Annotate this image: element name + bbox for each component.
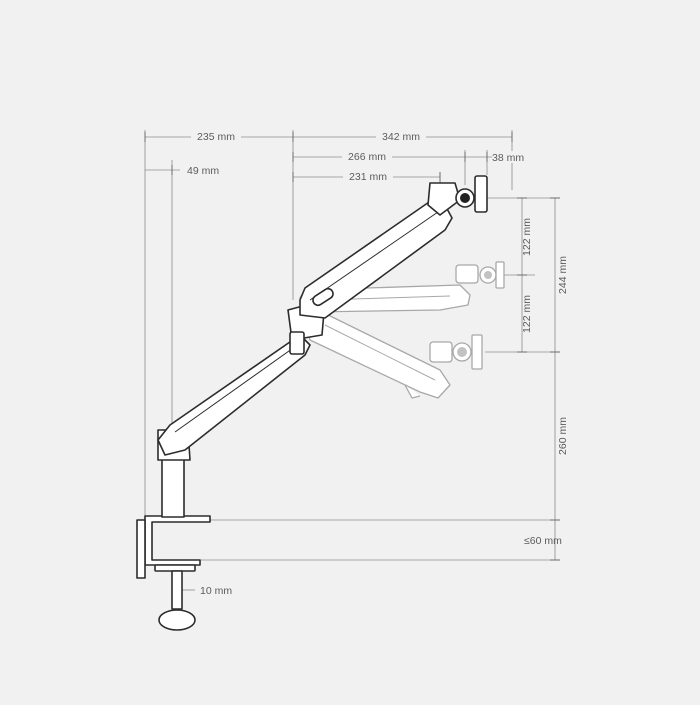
clamp-lower-jaw — [154, 564, 196, 572]
ghost-vesa-middle — [495, 261, 505, 289]
pole — [161, 454, 185, 518]
ghost-vesa-lower — [471, 334, 483, 370]
label-vesa-depth: 38 mm — [492, 152, 524, 164]
label-forearm-reach: 266 mm — [348, 151, 386, 163]
clamp-body — [144, 515, 211, 566]
forearm — [299, 199, 453, 319]
clamp-screw — [171, 570, 183, 610]
label-clamp-screw: 10 mm — [200, 585, 232, 597]
label-upper-travel: 122 mm — [521, 218, 533, 256]
monitor-arm — [157, 175, 488, 518]
label-arm-extension: 342 mm — [382, 131, 420, 143]
label-lowest-height: 260 mm — [557, 417, 569, 455]
label-desk-thickness: ≤60 mm — [524, 535, 562, 547]
head-joint — [427, 182, 461, 216]
lower-arm — [157, 334, 311, 456]
ghost-forearm-lower — [304, 309, 451, 399]
clamp-knob — [158, 609, 196, 631]
ghost-joint-lower — [429, 341, 453, 363]
label-forearm-inner: 231 mm — [349, 171, 387, 183]
label-base-to-pivot: 235 mm — [197, 131, 235, 143]
label-total-travel: 244 mm — [557, 256, 569, 294]
label-pole-offset: 49 mm — [187, 165, 219, 177]
forearm-slot — [312, 287, 334, 307]
label-lower-travel: 122 mm — [521, 295, 533, 333]
dimension-labels: 235 mm 342 mm 49 mm 266 mm 38 mm 231 mm … — [187, 131, 569, 597]
elbow-block — [289, 331, 305, 355]
desk-clamp — [136, 515, 211, 631]
vesa-plate — [474, 175, 488, 213]
clamp-plate — [136, 519, 146, 579]
ghost-joint-middle — [455, 264, 479, 284]
